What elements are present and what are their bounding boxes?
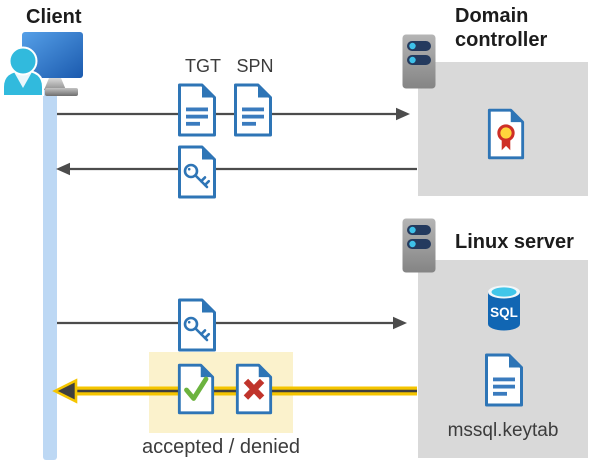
arrow-ticket-response	[56, 162, 417, 176]
keytab-caption: mssql.keytab	[447, 420, 559, 441]
client-label: Client	[26, 6, 82, 28]
key-ticket-document-icon	[176, 145, 218, 199]
arrow-service-request	[57, 316, 407, 330]
sql-database-icon: SQL	[488, 285, 520, 331]
accepted-check-document-icon	[176, 363, 216, 415]
server-icon	[402, 34, 436, 89]
client-lifeline	[43, 88, 57, 460]
arrow-ticket-request	[57, 107, 410, 121]
linux-server-label: Linux server	[455, 231, 574, 253]
spn-label: SPN	[236, 56, 274, 76]
domain-controller-label: Domain controller	[455, 5, 548, 52]
client-user-workstation-icon	[2, 32, 83, 96]
server-icon	[402, 218, 436, 273]
sql-icon-label: SQL	[490, 305, 518, 320]
key-ticket-document-icon	[176, 298, 218, 352]
certificate-document-icon	[486, 108, 526, 160]
result-caption: accepted / denied	[142, 436, 300, 458]
tgt-label: TGT	[185, 56, 221, 76]
tgt-document-icon	[176, 83, 218, 137]
keytab-document-icon	[483, 353, 525, 407]
denied-x-document-icon	[234, 363, 274, 415]
spn-document-icon	[232, 83, 274, 137]
